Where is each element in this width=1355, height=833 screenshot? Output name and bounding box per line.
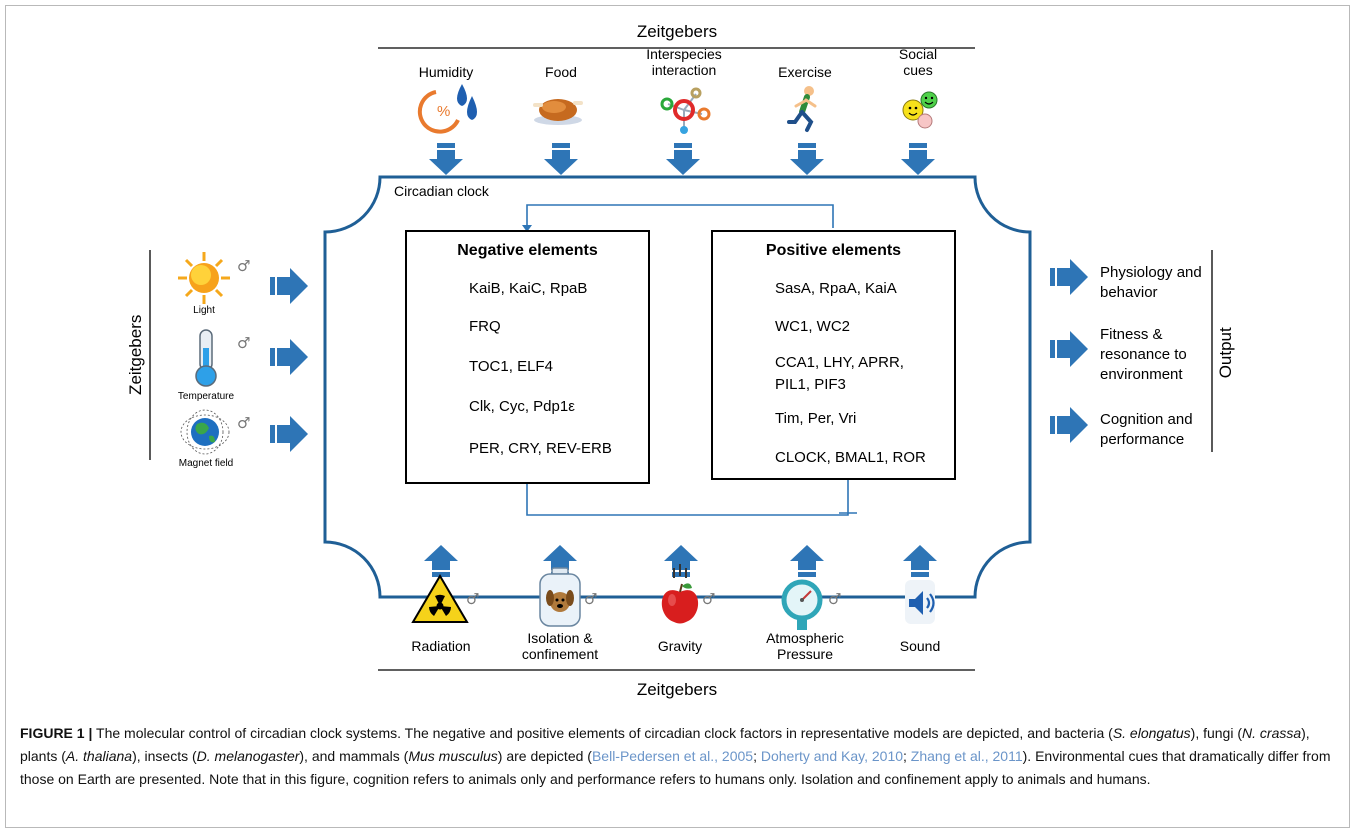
- output-physiology: Physiology and behavior: [1100, 264, 1202, 301]
- negative-elements-title: Negative elements: [457, 242, 598, 259]
- isolation-label: Isolation & confinement: [521, 630, 599, 663]
- smileys-icon: [902, 91, 938, 129]
- caption-text: ;: [903, 748, 911, 764]
- species-name: A. thaliana: [65, 748, 133, 764]
- positive-row-mammals: CLOCK, BMAL1, ROR: [775, 442, 926, 472]
- male-symbol-pressure: ♂: [828, 590, 842, 608]
- male-symbol-isolation: ♂: [584, 590, 598, 608]
- dog-jar-icon: [539, 567, 581, 627]
- radiation-icon: [411, 574, 469, 623]
- positive-row-label: WC1, WC2: [775, 317, 850, 335]
- positive-row-label: PIL1, PIF3: [775, 375, 846, 393]
- exercise-label: Exercise: [778, 64, 832, 80]
- output-cognition: Cognition and performance: [1100, 411, 1193, 448]
- speaker-icon: [905, 580, 935, 624]
- circadian-clock-outline: [323, 175, 1032, 599]
- zeitgebers-left-label: Zeitgebers: [126, 314, 146, 395]
- species-name: N. crassa: [1242, 725, 1302, 741]
- positive-elements-box: Positive elements SasA, RpaA, KaiA WC1, …: [711, 230, 956, 480]
- caption-text: ), and mammals (: [299, 748, 409, 764]
- positive-row-plants-2: PIL1, PIF3: [775, 369, 846, 399]
- negative-row-insects: Clk, Cyc, Pdp1ε: [469, 391, 575, 421]
- temperature-label: Temperature: [177, 391, 235, 402]
- species-name: Mus musculus: [408, 748, 498, 764]
- citation-link[interactable]: Zhang et al., 2011: [910, 748, 1023, 764]
- figure-caption: FIGURE 1 | The molecular control of circ…: [20, 722, 1335, 791]
- positive-elements-title: Positive elements: [765, 242, 902, 259]
- citation-link[interactable]: Bell-Pedersen et al., 2005: [591, 748, 754, 764]
- male-symbol-light: ♂: [237, 257, 251, 275]
- caption-text: The molecular control of circadian clock…: [92, 725, 1113, 741]
- runner-icon: [787, 86, 817, 132]
- humidity-icon: %: [417, 84, 477, 134]
- negative-row-label: Clk, Cyc, Pdp1ε: [469, 397, 575, 415]
- negative-elements-box: Negative elements KaiB, KaiC, RpaB FRQ T…: [405, 230, 650, 484]
- negative-row-label: PER, CRY, REV-ERB: [469, 439, 612, 457]
- citation-link[interactable]: Doherty and Kay, 2010: [760, 748, 904, 764]
- caption-text: ), fungi (: [1190, 725, 1243, 741]
- svg-text:%: %: [437, 103, 450, 120]
- output-fitness: Fitness & resonance to environment: [1100, 326, 1187, 383]
- caption-text: ) are depicted (: [497, 748, 592, 764]
- sun-icon: [178, 252, 230, 304]
- food-label: Food: [545, 64, 577, 80]
- atmospheric-pressure-label: Atmospheric Pressure: [766, 630, 844, 663]
- negative-row-mammals: PER, CRY, REV-ERB: [469, 433, 612, 463]
- positive-row-insects: Tim, Per, Vri: [775, 403, 856, 433]
- roast-chicken-icon: [533, 99, 583, 125]
- pressure-gauge-icon: [781, 579, 823, 630]
- caption-text: ), plants (: [20, 725, 1310, 764]
- male-symbol-magnet: ♂: [237, 414, 251, 432]
- circadian-clock-label: Circadian clock: [394, 183, 489, 199]
- caption-text: ). Environmental cues that dramatically …: [20, 748, 1331, 787]
- negative-row-label: TOC1, ELF4: [469, 357, 553, 375]
- male-symbol-temperature: ♂: [237, 334, 251, 352]
- figure-frame: [5, 5, 1350, 828]
- zeitgebers-bottom-label: Zeitgebers: [636, 680, 718, 699]
- positive-row-label: CLOCK, BMAL1, ROR: [775, 448, 926, 466]
- gravity-label: Gravity: [657, 638, 703, 654]
- negative-feedback-arrowhead: [522, 225, 532, 232]
- male-symbol-radiation: ♂: [466, 590, 480, 608]
- caption-text: ;: [753, 748, 761, 764]
- humidity-label: Humidity: [418, 64, 474, 80]
- species-name: D. melanogaster: [196, 748, 300, 764]
- output-label: Output: [1216, 327, 1236, 379]
- light-label: Light: [193, 305, 215, 316]
- positive-row-fungi: WC1, WC2: [775, 311, 850, 341]
- apple-icon: [661, 564, 699, 624]
- positive-row-label: CCA1, LHY, APRR,: [775, 353, 904, 371]
- earth-magnet-icon: [180, 409, 230, 455]
- magnet-field-label: Magnet field: [178, 458, 234, 469]
- network-icon: [660, 87, 711, 134]
- negative-row-plants: TOC1, ELF4: [469, 351, 553, 381]
- negative-feedback-arrow: [526, 204, 834, 228]
- negative-row-label: FRQ: [469, 317, 501, 335]
- zeitgebers-top-label: Zeitgebers: [636, 22, 718, 41]
- repression-line: [526, 480, 849, 516]
- radiation-label: Radiation: [411, 638, 471, 654]
- negative-row-fungi: FRQ: [469, 311, 501, 341]
- positive-row-plants-1: CCA1, LHY, APRR,: [775, 347, 904, 377]
- sound-label: Sound: [899, 638, 941, 654]
- male-symbol-gravity: ♂: [702, 590, 716, 608]
- figure-label: FIGURE 1 |: [20, 725, 93, 741]
- thermometer-icon: [195, 329, 217, 387]
- caption-text: ), insects (: [132, 748, 197, 764]
- positive-row-bacteria: SasA, RpaA, KaiA: [775, 273, 897, 303]
- negative-row-label: KaiB, KaiC, RpaB: [469, 279, 588, 297]
- interspecies-label: Interspecies interaction: [646, 46, 722, 79]
- positive-row-label: SasA, RpaA, KaiA: [775, 279, 897, 297]
- social-cues-label: Social cues: [898, 46, 938, 79]
- positive-row-label: Tim, Per, Vri: [775, 409, 857, 427]
- negative-row-bacteria: KaiB, KaiC, RpaB: [469, 273, 587, 303]
- species-name: S. elongatus: [1112, 725, 1191, 741]
